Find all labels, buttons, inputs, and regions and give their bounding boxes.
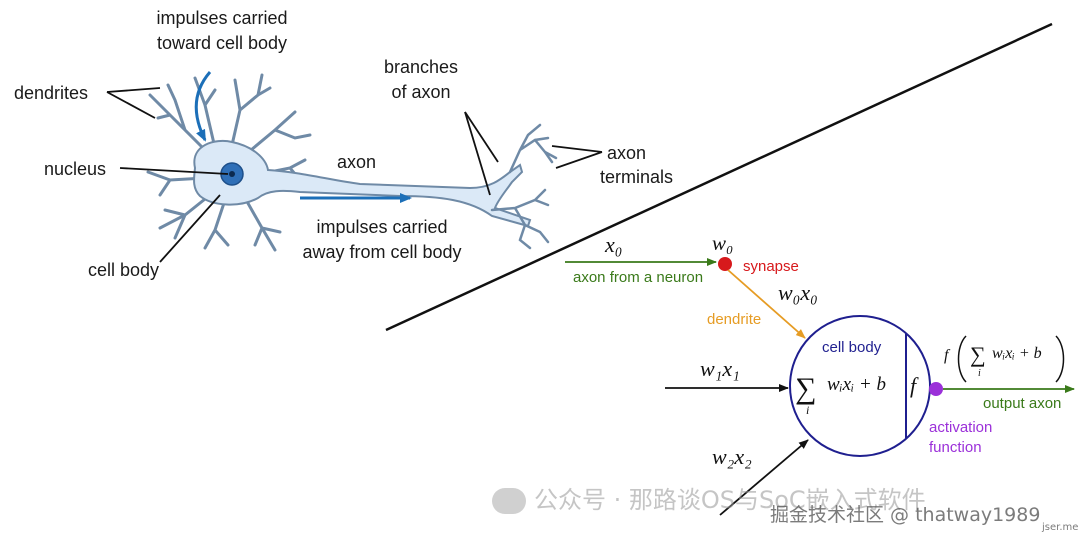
nucleus-label: nucleus [44, 159, 106, 179]
output-body: wᵢxᵢ + b [992, 345, 1042, 362]
sum-index: i [806, 403, 809, 417]
dendrite-label: dendrite [707, 311, 761, 328]
impulses-toward-label-2: toward cell body [157, 33, 287, 53]
output-paren-right [1055, 335, 1065, 383]
axon-from-neuron-label: axon from a neuron [573, 269, 703, 286]
divider-line [385, 22, 1053, 332]
w1x1-label: w₁x₁ [700, 356, 740, 381]
activation-function-label-2: function [929, 439, 982, 456]
cell-body-model-label: cell body [822, 339, 882, 356]
activation-dot [929, 382, 943, 396]
output-axon-label: output axon [983, 395, 1061, 412]
sum-symbol: ∑ [795, 372, 816, 405]
axon-terminals-label-1: axon [607, 143, 646, 163]
pointer-lines [106, 87, 603, 263]
w2x2-input-arrow [719, 439, 809, 516]
biological-neuron [146, 73, 558, 252]
impulses-away-label-1: impulses carried [316, 217, 447, 237]
synapse-label: synapse [743, 258, 799, 275]
impulse-toward-arrow [194, 71, 212, 142]
dendrites-label: dendrites [14, 83, 88, 103]
w2x2-label: w₂x₂ [712, 444, 752, 469]
w0-label: w₀ [712, 231, 733, 255]
impulses-away-label-2: away from cell body [302, 242, 461, 262]
x0-label: x₀ [604, 232, 622, 257]
axon-terminal-branches [490, 123, 558, 250]
wechat-watermark-text: 公众号 · 那路谈OS与SoC嵌入式软件 [534, 486, 926, 514]
activation-function-label-1: activation [929, 419, 992, 436]
output-f: f [944, 347, 951, 364]
axon-label: axon [337, 152, 376, 172]
wechat-watermark: 公众号 · 那路谈OS与SoC嵌入式软件 [492, 480, 926, 515]
activation-f-label: f [910, 373, 919, 398]
output-sum: ∑ [970, 342, 986, 367]
branches-of-axon-label-2: of axon [391, 82, 450, 102]
w0x0-label: w₀x₀ [778, 280, 818, 305]
sum-expression: wᵢxᵢ + b [827, 374, 886, 395]
output-expression: f ∑ i wᵢxᵢ + b [944, 335, 1065, 383]
axon-terminals-label-2: terminals [600, 167, 673, 187]
impulses-toward-label-1: impulses carried [156, 8, 287, 28]
site-watermark: jser.me [1042, 522, 1079, 533]
cell-body-label: cell body [88, 260, 159, 280]
dendrite-arrow [727, 269, 806, 339]
branches-of-axon-label-1: branches [384, 57, 458, 77]
soma [193, 140, 532, 228]
wechat-icon [492, 488, 526, 514]
output-index: i [978, 368, 981, 379]
output-paren-left [957, 335, 967, 383]
synapse-dot [718, 257, 732, 271]
juejin-watermark: 掘金技术社区 @ thatway1989 [770, 504, 1041, 526]
